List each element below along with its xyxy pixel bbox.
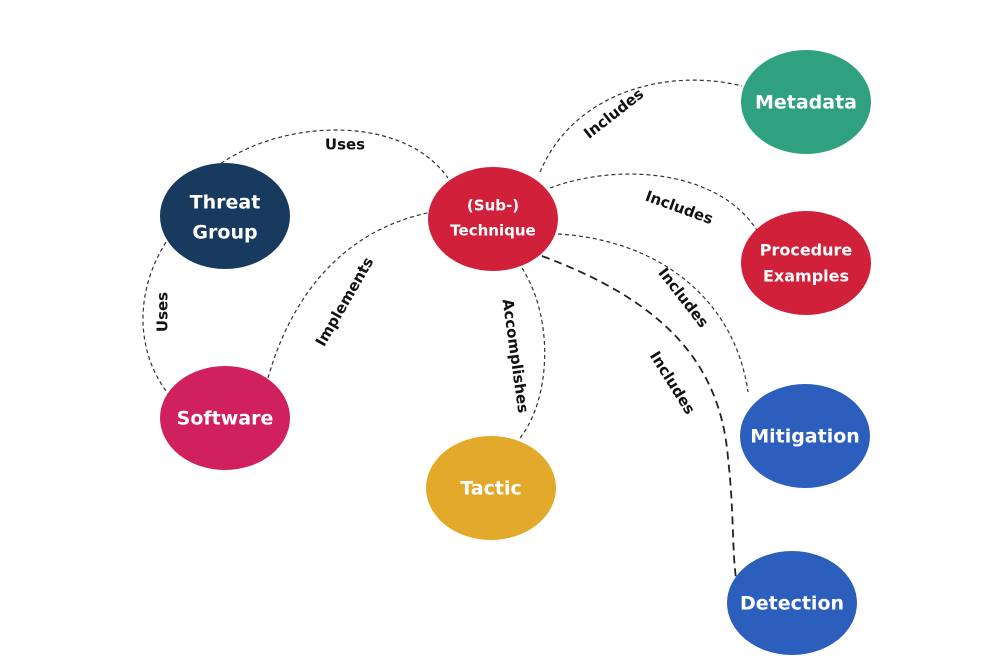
node-technique-label-line2: Technique — [450, 222, 535, 240]
node-threat-group-shape — [160, 163, 290, 269]
node-technique-shape — [428, 167, 558, 271]
node-mitigation[interactable]: Mitigation — [740, 384, 870, 488]
node-procedure-examples-label-line2: Examples — [763, 267, 849, 286]
edge-label-uses-left: Uses — [154, 292, 172, 332]
edge-label-includes-detection: Includes — [646, 348, 699, 418]
node-software[interactable]: Software — [160, 366, 290, 470]
node-threat-group[interactable]: Threat Group — [160, 163, 290, 269]
node-detection[interactable]: Detection — [727, 551, 857, 655]
edge-label-includes-procedure: Includes — [643, 187, 716, 228]
node-mitigation-label: Mitigation — [750, 426, 860, 448]
node-metadata-shape — [741, 50, 871, 154]
edge-label-includes-metadata: Includes — [580, 85, 647, 143]
edge-label-uses-top: Uses — [325, 136, 365, 154]
edge-technique-includes-procedure — [549, 173, 759, 233]
node-software-label: Software — [177, 408, 274, 430]
edge-software-implements-technique — [267, 211, 433, 379]
node-tactic[interactable]: Tactic — [426, 436, 556, 540]
node-procedure-examples[interactable]: Procedure Examples — [741, 211, 871, 315]
node-detection-label: Detection — [740, 593, 844, 615]
node-technique[interactable]: (Sub-) Technique — [428, 167, 558, 271]
edge-label-implements: Implements — [312, 254, 378, 350]
node-metadata-label: Metadata — [755, 92, 857, 114]
edge-technique-includes-detection — [541, 255, 737, 579]
node-threat-group-label-line2: Group — [192, 222, 257, 244]
edge-technique-includes-metadata — [539, 79, 743, 173]
node-procedure-examples-label-line1: Procedure — [760, 241, 853, 260]
node-tactic-label: Tactic — [460, 478, 521, 500]
edge-technique-includes-mitigation — [557, 233, 749, 393]
node-procedure-examples-shape — [741, 211, 871, 315]
node-metadata[interactable]: Metadata — [741, 50, 871, 154]
node-technique-label-line1: (Sub-) — [467, 197, 519, 215]
node-mitigation-shape — [740, 384, 870, 488]
node-tactic-shape — [426, 436, 556, 540]
node-detection-shape — [727, 551, 857, 655]
edge-threat-group-uses-software — [142, 241, 171, 397]
edge-technique-accomplishes-tactic — [519, 267, 546, 439]
node-threat-group-label-line1: Threat — [190, 192, 261, 214]
edge-label-accomplishes: Accomplishes — [499, 298, 533, 415]
node-software-shape — [160, 366, 290, 470]
